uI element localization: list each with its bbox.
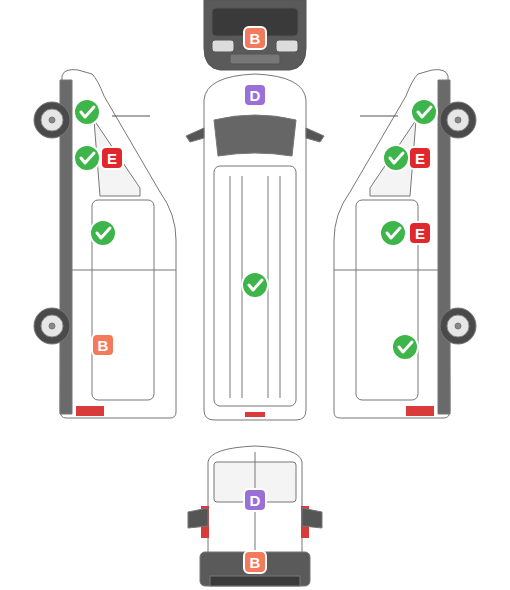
badge-letter: B [98, 338, 109, 353]
badge-letter: B [250, 555, 261, 570]
top-view [186, 74, 324, 420]
right-side-view [334, 70, 476, 418]
badge-letter: E [415, 226, 425, 241]
badge-letter: D [250, 493, 261, 508]
badge-letter: D [250, 88, 261, 103]
letter-badge: D [243, 488, 267, 512]
badge-letter: E [107, 151, 117, 166]
badge-letter: E [415, 151, 425, 166]
left-side-view [34, 70, 176, 418]
letter-badge: B [243, 550, 267, 574]
letter-badge: B [243, 26, 267, 50]
badge-letter: B [250, 31, 261, 46]
letter-badge: D [243, 83, 267, 107]
letter-badge: E [100, 146, 124, 170]
letter-badge: E [408, 221, 432, 245]
check-marks [74, 99, 437, 360]
front-view [204, 0, 306, 70]
letter-badge: E [408, 146, 432, 170]
letter-badge: B [91, 333, 115, 357]
rear-view [188, 446, 322, 586]
